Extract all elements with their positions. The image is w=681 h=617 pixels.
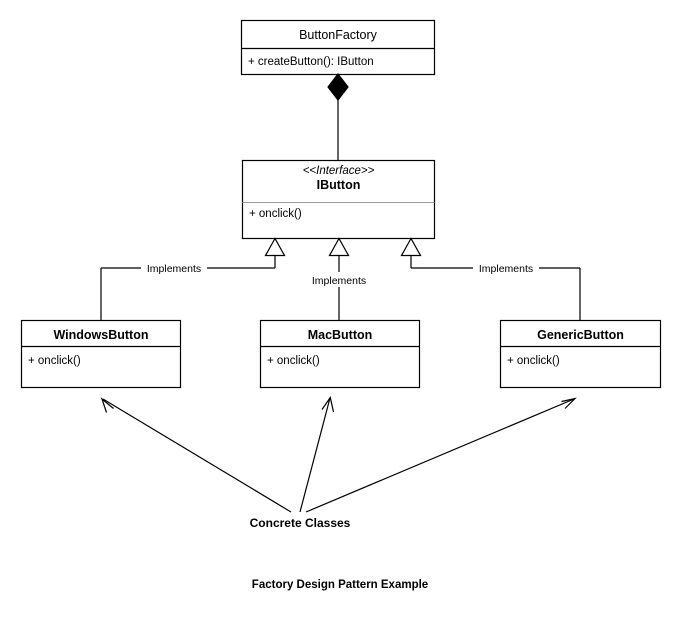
relation-implements-macbutton[interactable]: Implements	[312, 237, 366, 321]
genericbutton-outline	[499, 319, 662, 389]
ibutton-member-0: + onclick()	[249, 208, 302, 220]
buttonfactory-member-0: + createButton(): IButton	[248, 56, 374, 68]
hollow-triangle-icon-left	[264, 237, 286, 257]
concrete-classes-label: Concrete Classes	[250, 516, 351, 530]
filled-diamond-icon	[327, 73, 349, 101]
diagram-caption: Factory Design Pattern Example	[252, 579, 428, 591]
concrete-arrow-middle-head	[321, 396, 335, 413]
ibutton-outline	[241, 159, 436, 240]
windowsbutton-member-0: + onclick()	[28, 355, 81, 367]
implements-left-label: Implements	[147, 263, 201, 275]
buttonfactory-name: ButtonFactory	[299, 28, 378, 42]
genericbutton-name: GenericButton	[537, 328, 624, 342]
genericbutton-member-0: + onclick()	[507, 355, 560, 367]
macbutton-member-0: + onclick()	[267, 355, 320, 367]
annotation-concrete-classes[interactable]: Concrete Classes	[100, 396, 577, 531]
class-box-windowsbutton[interactable]: WindowsButton + onclick()	[20, 319, 182, 389]
ibutton-stereotype: <<Interface>>	[303, 165, 375, 177]
implements-right-label: Implements	[479, 263, 533, 275]
class-box-ibutton[interactable]: <<Interface>> IButton + onclick()	[241, 159, 436, 240]
concrete-arrow-right-head	[561, 397, 577, 409]
hollow-triangle-icon-right	[400, 237, 422, 257]
buttonfactory-outline	[240, 19, 436, 76]
class-box-genericbutton[interactable]: GenericButton + onclick()	[499, 319, 662, 389]
relation-composition-factory-ibutton[interactable]	[327, 73, 349, 160]
concrete-arrow-right-line	[305, 398, 575, 513]
concrete-arrow-middle-line	[299, 397, 331, 513]
windowsbutton-name: WindowsButton	[53, 328, 148, 342]
implements-middle-label: Implements	[312, 275, 366, 287]
class-box-macbutton[interactable]: MacButton + onclick()	[259, 319, 421, 389]
windowsbutton-outline	[20, 319, 182, 389]
concrete-arrow-left-head	[100, 397, 114, 413]
relation-implements-genericbutton[interactable]: Implements	[400, 237, 581, 321]
relation-implements-windowsbutton[interactable]: Implements	[100, 237, 286, 321]
ibutton-name: IButton	[317, 178, 361, 192]
macbutton-outline	[259, 319, 421, 389]
macbutton-name: MacButton	[308, 328, 373, 342]
concrete-arrow-left-line	[102, 398, 292, 513]
class-box-buttonfactory[interactable]: ButtonFactory + createButton(): IButton	[240, 19, 436, 76]
hollow-triangle-icon-middle	[328, 237, 350, 257]
